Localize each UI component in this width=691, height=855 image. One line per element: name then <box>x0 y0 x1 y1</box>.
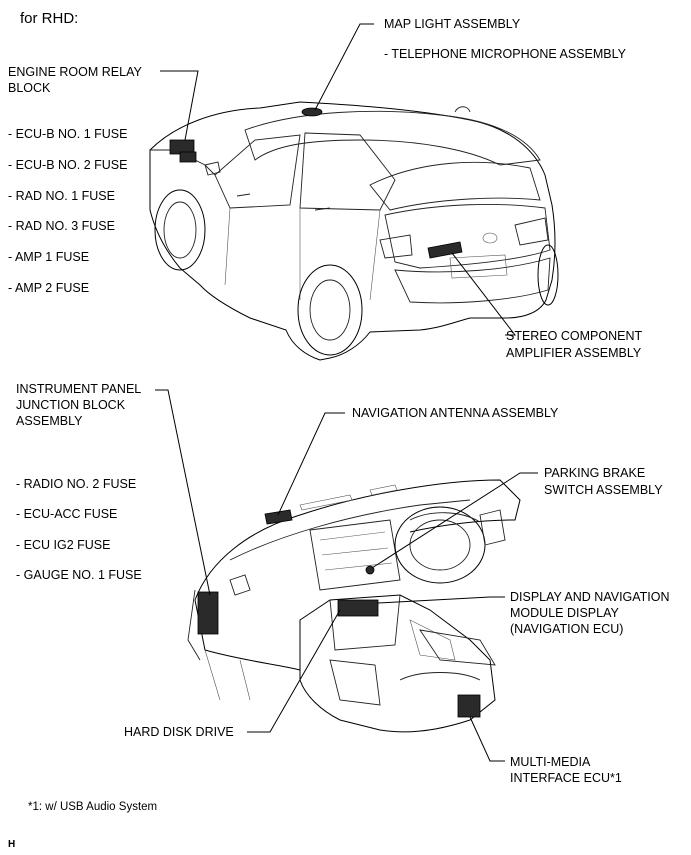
page-heading: for RHD: <box>20 10 79 27</box>
ip-junction-label-line1: INSTRUMENT PANEL <box>16 382 142 396</box>
stereo-amplifier-marker <box>427 241 463 259</box>
engine-fuse-item: - RAD NO. 1 FUSE <box>8 189 115 203</box>
footnote: *1: w/ USB Audio System <box>28 801 158 813</box>
ip-fuse-item: - GAUGE NO. 1 FUSE <box>16 568 142 582</box>
multi-media-ecu-marker <box>457 694 481 718</box>
display-navigation-marker <box>337 599 379 617</box>
ip-fuse-item: - ECU-ACC FUSE <box>16 507 118 521</box>
multi-media-ecu-label-line1: MULTI-MEDIA <box>510 755 591 769</box>
parking-brake-label-line1: PARKING BRAKE <box>544 466 646 480</box>
map-light-marker <box>301 107 323 117</box>
engine-relay-block-marker-2 <box>179 151 197 163</box>
parking-brake-label-line2: SWITCH ASSEMBLY <box>544 483 663 497</box>
telephone-microphone-label: - TELEPHONE MICROPHONE ASSEMBLY <box>384 47 626 61</box>
engine-relay-label-line1: ENGINE ROOM RELAY <box>8 65 142 79</box>
engine-relay-label-line2: BLOCK <box>8 81 51 95</box>
engine-fuse-item: - AMP 2 FUSE <box>8 281 90 295</box>
ip-junction-label-line2: JUNCTION BLOCK <box>16 398 126 412</box>
corner-mark: H <box>8 839 16 850</box>
engine-fuse-item: - AMP 1 FUSE <box>8 250 90 264</box>
vehicle-illustration <box>149 101 559 361</box>
dashboard-illustration <box>187 479 521 733</box>
engine-fuse-item: - ECU-B NO. 2 FUSE <box>8 158 128 172</box>
engine-fuse-item: - RAD NO. 3 FUSE <box>8 219 115 233</box>
ip-junction-label-line3: ASSEMBLY <box>16 414 83 428</box>
hard-disk-drive-label: HARD DISK DRIVE <box>124 725 234 739</box>
display-navigation-label-line3: (NAVIGATION ECU) <box>510 622 624 636</box>
nav-antenna-marker <box>264 509 293 525</box>
multi-media-ecu-label-line2: INTERFACE ECU*1 <box>510 771 622 785</box>
stereo-amplifier-label-line2: AMPLIFIER ASSEMBLY <box>506 346 642 360</box>
display-navigation-label-line1: DISPLAY AND NAVIGATION <box>510 590 670 604</box>
ip-fuse-item: - ECU IG2 FUSE <box>16 538 111 552</box>
map-light-label: MAP LIGHT ASSEMBLY <box>384 17 521 31</box>
ip-fuse-item: - RADIO NO. 2 FUSE <box>16 477 137 491</box>
display-navigation-label-line2: MODULE DISPLAY <box>510 606 619 620</box>
engine-fuse-item: - ECU-B NO. 1 FUSE <box>8 127 128 141</box>
stereo-amplifier-label-line1: STEREO COMPONENT <box>506 329 643 343</box>
ip-junction-block-marker <box>197 591 219 635</box>
nav-antenna-label: NAVIGATION ANTENNA ASSEMBLY <box>352 406 559 420</box>
